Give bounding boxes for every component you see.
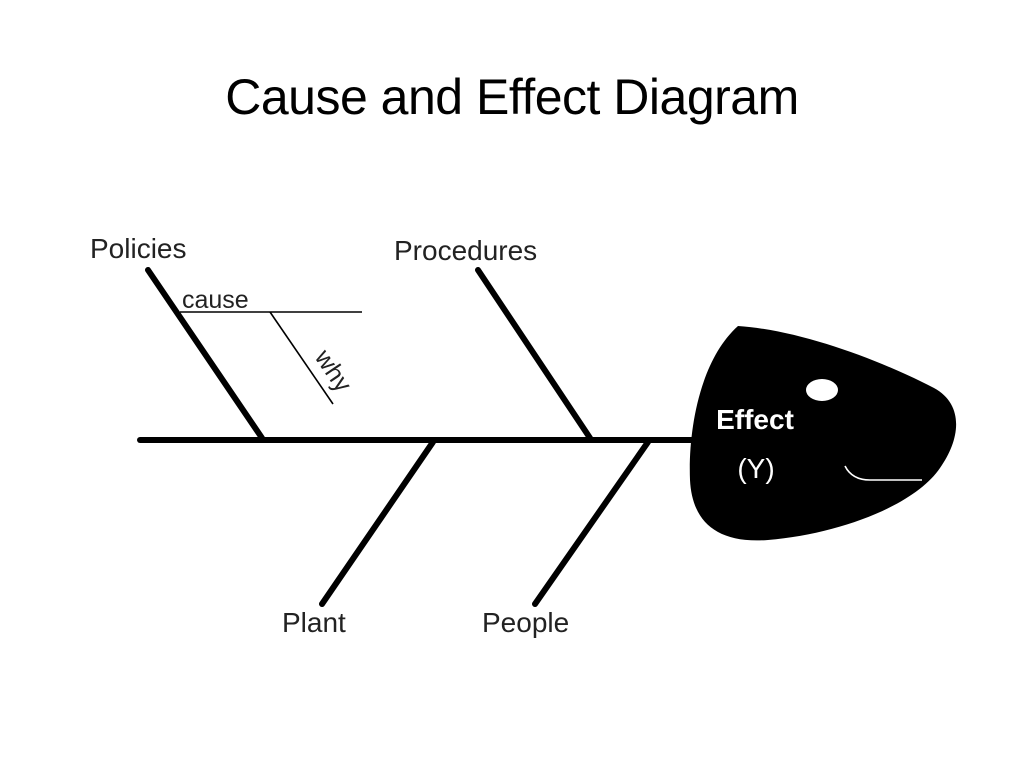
bone-plant — [319, 439, 436, 607]
label-procedures: Procedures — [394, 235, 537, 266]
bone-people — [532, 439, 651, 607]
bone-policies — [145, 267, 265, 441]
fish-eye — [806, 379, 838, 401]
slide-title: Cause and Effect Diagram — [225, 69, 799, 125]
label-policies: Policies — [90, 233, 186, 264]
label-cause: cause — [182, 286, 249, 314]
fish-mouth — [844, 465, 922, 481]
label-effect-y: (Y) — [737, 453, 774, 484]
label-why: why — [308, 344, 357, 398]
label-plant: Plant — [282, 607, 346, 638]
label-effect: Effect — [716, 404, 794, 435]
fish-head — [689, 326, 957, 541]
bone-procedures — [475, 267, 593, 441]
label-people: People — [482, 607, 569, 638]
why-line — [269, 311, 334, 405]
